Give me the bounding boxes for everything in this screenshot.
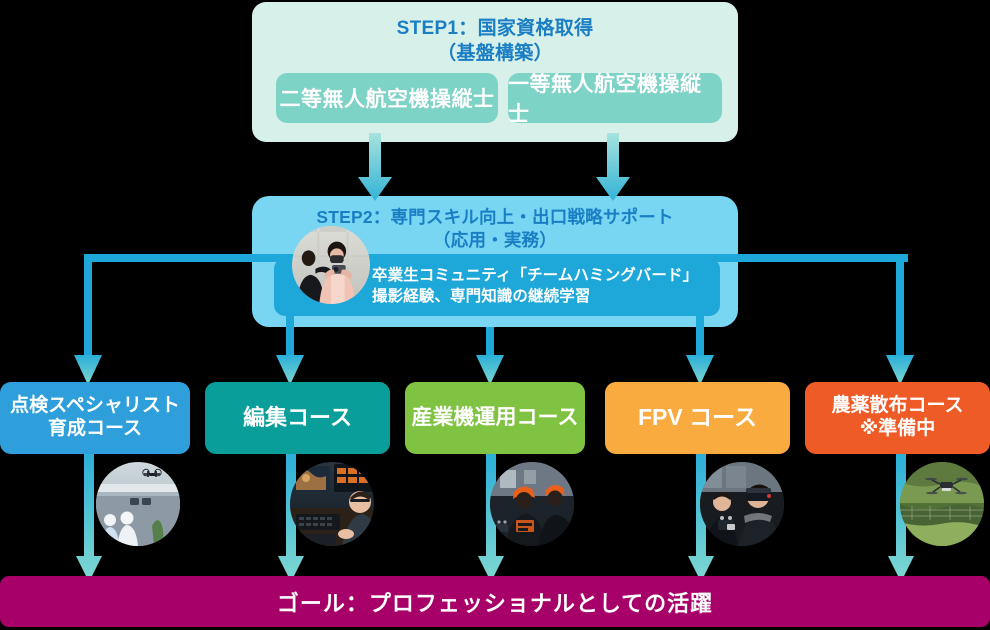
arrow-step1-to-step2-left [358,133,392,201]
branch-drop-line-1 [84,254,92,359]
branch-drop-line-5 [896,254,904,359]
course-box-fpv[interactable]: FPV コース [605,382,790,454]
step2-community-photo [292,226,370,304]
step2-title: STEP2：専門スキル向上・出口戦略サポート （応用・実務） [316,207,674,251]
branch-drop-line-3 [486,327,494,359]
license-pill-second-class: 二等無人航空機操縦士 [276,73,498,123]
arrow-to-course-1 [74,355,102,385]
step1-box: STEP1：国家資格取得 （基盤構築） 二等無人航空機操縦士 一等無人航空機操縦… [252,2,738,142]
arrow-step1-to-step2-right [596,133,630,201]
goal-label: ゴール：プロフェッショナルとしての活躍 [276,590,714,616]
branch-horizontal-line [88,254,908,262]
course-label-spraying: 農薬散布コース ※準備中 [831,395,964,439]
arrow-course-5-to-goal [888,452,914,582]
branch-drop-line-4 [696,254,704,359]
step1-title: STEP1：国家資格取得 （基盤構築） [396,18,594,65]
course-box-inspection[interactable]: 点検スペシャリスト 育成コース [0,382,190,454]
arrow-course-1-to-goal [76,452,102,582]
course-label-editing: 編集コース [243,404,352,430]
arrow-to-course-4 [686,355,714,385]
branch-drop-line-2 [286,254,294,359]
arrow-course-4-to-goal [688,452,714,582]
arrow-course-2-to-goal [278,452,304,582]
course-photo-spraying [900,462,984,546]
course-label-inspection: 点検スペシャリスト 育成コース [10,395,180,439]
license-pill-first-class: 一等無人航空機操縦士 [508,73,722,126]
step2-community-text: 卒業生コミュニティ「チームハミングバード」 撮影経験、専門知識の継続学習 [372,267,699,305]
arrow-to-course-3 [476,355,504,385]
course-photo-inspection [96,462,180,546]
arrow-to-course-2 [276,355,304,385]
goal-bar: ゴール：プロフェッショナルとしての活躍 [0,576,990,627]
course-box-spraying[interactable]: 農薬散布コース ※準備中 [805,382,990,454]
course-label-industrial: 産業機運用コース [411,406,579,430]
course-box-industrial[interactable]: 産業機運用コース [405,382,585,454]
arrow-to-course-5 [886,355,914,385]
course-photo-fpv [700,462,784,546]
course-photo-industrial [490,462,574,546]
course-box-editing[interactable]: 編集コース [205,382,390,454]
arrow-course-3-to-goal [478,452,504,582]
course-photo-editing [290,462,374,546]
course-label-fpv: FPV コース [638,404,757,431]
